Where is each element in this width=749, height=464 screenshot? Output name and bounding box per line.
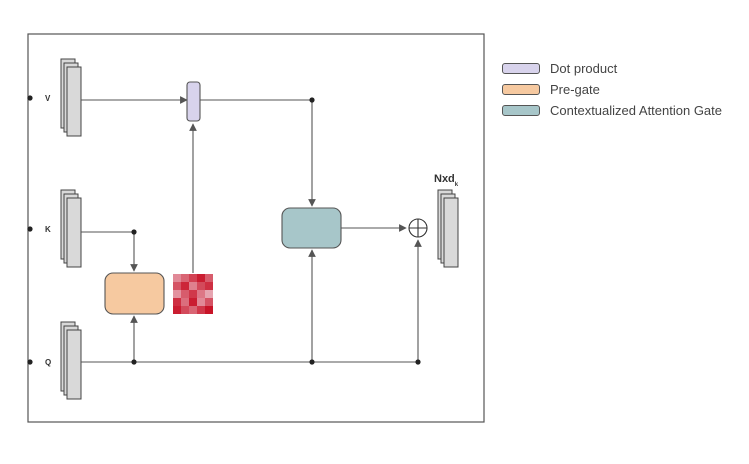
q-input-dot — [27, 359, 33, 365]
heatmap-cell — [189, 290, 197, 298]
heatmap-cell — [197, 282, 205, 290]
heatmap-cell — [173, 282, 181, 290]
v-label: V — [45, 94, 51, 103]
attention-heatmap — [173, 274, 213, 314]
heatmap-cell — [205, 274, 213, 282]
heatmap-cell — [181, 290, 189, 298]
heatmap-cell — [181, 274, 189, 282]
legend-item-pre-gate: Pre-gate — [502, 79, 722, 100]
connectors — [81, 96, 422, 363]
heatmap-cell — [181, 298, 189, 306]
k-label: K — [45, 225, 51, 234]
heatmap-cell — [173, 298, 181, 306]
legend-swatch-dot-product — [502, 63, 540, 74]
heatmap-cell — [181, 282, 189, 290]
dot-product-node — [186, 81, 201, 122]
legend: Dot product Pre-gate Contextualized Atte… — [502, 58, 722, 121]
output-label: Nxdk — [434, 173, 459, 188]
legend-swatch-context-gate — [502, 105, 540, 116]
heatmap-cell — [189, 282, 197, 290]
heatmap-cell — [197, 306, 205, 314]
legend-swatch-pre-gate — [502, 84, 540, 95]
heatmap-cell — [189, 274, 197, 282]
add-operator-icon — [408, 218, 428, 238]
heatmap-cell — [205, 290, 213, 298]
heatmap-cell — [173, 274, 181, 282]
legend-item-dot-product: Dot product — [502, 58, 722, 79]
context-gate-node — [281, 207, 342, 249]
heatmap-cell — [189, 298, 197, 306]
legend-label-pre-gate: Pre-gate — [550, 82, 600, 97]
heatmap-cell — [205, 306, 213, 314]
pre-gate-node — [104, 272, 165, 315]
v-input-dot — [27, 95, 33, 101]
k-input-dot — [27, 226, 33, 232]
v-matrix-stack — [60, 58, 82, 137]
heatmap-cell — [205, 282, 213, 290]
heatmap-cell — [197, 298, 205, 306]
output-matrix-stack — [437, 189, 459, 268]
heatmap-cell — [197, 274, 205, 282]
heatmap-cell — [197, 290, 205, 298]
heatmap-cell — [205, 298, 213, 306]
q-label: Q — [45, 358, 51, 367]
heatmap-cell — [173, 290, 181, 298]
q-matrix-stack — [60, 321, 82, 400]
heatmap-cell — [173, 306, 181, 314]
junction-dots — [131, 97, 421, 365]
legend-label-context-gate: Contextualized Attention Gate — [550, 103, 723, 118]
legend-label-dot-product: Dot product — [550, 61, 618, 76]
k-matrix-stack — [60, 189, 82, 268]
heatmap-cell — [189, 306, 197, 314]
legend-item-context-gate: Contextualized Attention Gate — [502, 100, 722, 121]
heatmap-cell — [181, 306, 189, 314]
